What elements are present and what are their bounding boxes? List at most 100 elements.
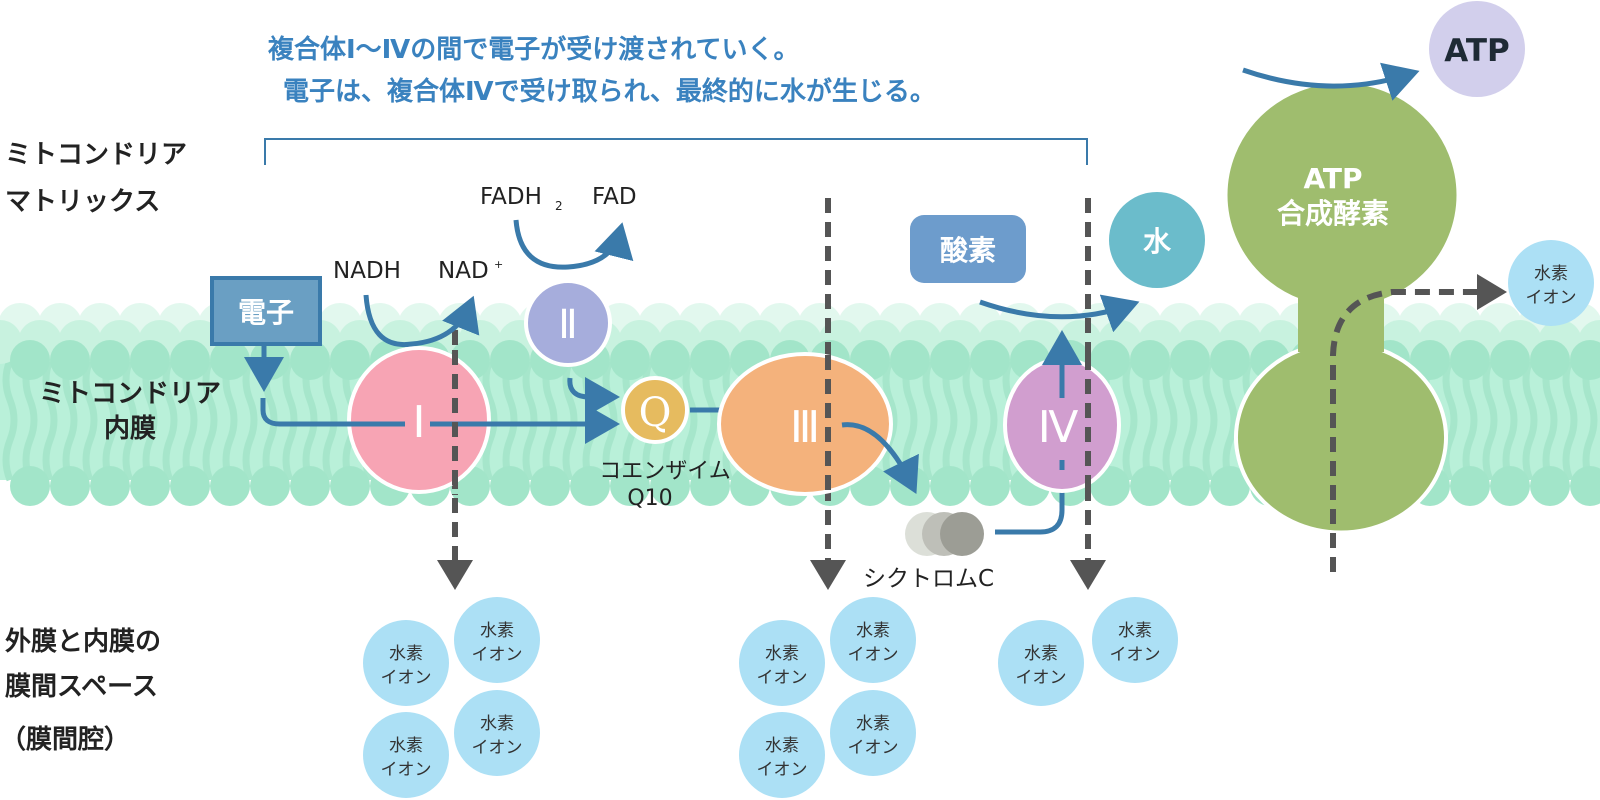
complex-1: Ⅰ: [347, 346, 491, 494]
lipid-tail: [1482, 358, 1498, 482]
lipid-head: [610, 466, 650, 506]
hydrogen-ion-label-1: 水素: [1118, 621, 1152, 641]
lipid-head: [290, 466, 330, 506]
lipid-head: [1210, 466, 1250, 506]
lipid-tail: [562, 358, 578, 482]
hydrogen-ion-label-1: 水素: [1024, 644, 1058, 664]
lipid-tail: [102, 358, 118, 482]
lipid-head: [330, 466, 370, 506]
lipid-tail: [1582, 358, 1598, 482]
coenzyme-q10-label-line-1: コエンザイム: [599, 459, 731, 484]
hydrogen-ion-label-2: イオン: [381, 668, 432, 688]
svg-text:合成酵素: 合成酵素: [1277, 197, 1389, 230]
water-molecule: 水: [1109, 192, 1205, 288]
electron-path-cytochrome-to-complex-4: [995, 460, 1065, 535]
svg-text:ATP: ATP: [1444, 33, 1509, 69]
electron-box: 電子: [210, 276, 322, 346]
cytochrome-c: [905, 512, 984, 556]
lipid-tail: [982, 358, 998, 482]
lipid-head: [530, 466, 570, 506]
lipid-head: [490, 340, 530, 380]
hydrogen-ion-label-1: 水素: [389, 736, 423, 756]
lipid-head: [10, 466, 50, 506]
intermembrane-label-line-1: 外膜と内膜の: [5, 627, 161, 657]
lipid-tail: [702, 358, 718, 482]
lipid-tail: [1502, 358, 1518, 482]
lipid-head: [890, 466, 930, 506]
lipid-head: [250, 466, 290, 506]
lipid-tail: [142, 358, 158, 482]
cytochrome-c-label: シクトロムC: [863, 566, 994, 592]
lipid-head: [930, 340, 970, 380]
lipid-head: [930, 466, 970, 506]
lipid-tail: [22, 358, 38, 482]
hydrogen-ion-label-2: イオン: [1110, 645, 1161, 665]
lipid-head: [970, 340, 1010, 380]
svg-text:Q: Q: [639, 390, 672, 436]
lipid-head: [50, 340, 90, 380]
lipid-tail: [942, 358, 958, 482]
lipid-tail: [1162, 358, 1178, 482]
svg-text:ATP: ATP: [1303, 162, 1362, 195]
lipid-head: [690, 466, 730, 506]
lipid-tail: [482, 358, 498, 482]
lipid-head: [210, 340, 250, 380]
lipid-head: [490, 466, 530, 506]
svg-text:酸素: 酸素: [940, 234, 996, 267]
lipid-tail: [2, 358, 18, 482]
lipid-head: [1570, 340, 1600, 380]
intermembrane-label-line-3: （膜間腔）: [0, 725, 130, 755]
lipid-head: [1210, 340, 1250, 380]
lipid-head: [1090, 340, 1130, 380]
lipid-tail: [502, 358, 518, 482]
hydrogen-ion-label-1: 水素: [765, 644, 799, 664]
nadh-label: NADH: [333, 258, 401, 284]
hydrogen-ion-label-2: イオン: [848, 738, 899, 758]
electron-path-to-complex-1: [260, 398, 405, 427]
lipid-head: [1450, 340, 1490, 380]
lipid-head: [1490, 340, 1530, 380]
svg-text:水: 水: [1143, 225, 1172, 258]
lipid-tail: [922, 358, 938, 482]
electron-path-complex-3-to-cytochrome: [841, 422, 919, 494]
lipid-head: [130, 340, 170, 380]
lipid-head: [1130, 340, 1170, 380]
atp-synthase: ATP 合成酵素: [1224, 80, 1460, 535]
hydrogen-ion-group: 水素イオン水素イオン水素イオン水素イオン水素イオン水素イオン水素イオン水素イオン…: [363, 240, 1594, 798]
lipid-tail: [122, 358, 138, 482]
svg-text:Ⅱ: Ⅱ: [558, 302, 578, 348]
lipid-head: [1170, 466, 1210, 506]
lipid-head: [970, 466, 1010, 506]
lipid-tail: [1182, 358, 1198, 482]
svg-text:Ⅳ: Ⅳ: [1038, 402, 1079, 453]
coenzyme-q: Q: [621, 376, 689, 444]
lipid-tail: [1122, 358, 1138, 482]
lipid-head: [690, 340, 730, 380]
inner-membrane-label-line-1: ミトコンドリア: [39, 379, 221, 409]
oxygen-to-water-arrow: [979, 294, 1140, 333]
hydrogen-ion-label-2: イオン: [381, 760, 432, 780]
lipid-head: [1570, 466, 1600, 506]
lipid-head: [210, 466, 250, 506]
lipid-tail: [1222, 358, 1238, 482]
lipid-head: [1530, 340, 1570, 380]
lipid-head: [130, 466, 170, 506]
fadh2-label: FADH: [480, 184, 542, 210]
lipid-tail: [682, 358, 698, 482]
lipid-tail: [1542, 358, 1558, 482]
lipid-tail: [1562, 358, 1578, 482]
hydrogen-ion-label-2: イオン: [1016, 668, 1067, 688]
complex-3: Ⅲ: [717, 352, 893, 496]
hydrogen-ion-label-2: イオン: [1526, 288, 1577, 308]
lipid-head: [1490, 466, 1530, 506]
electron-path-complex-2-to-q: [567, 377, 620, 417]
caption-line-1: 複合体Ⅰ～Ⅳの間で電子が受け渡されていく。: [268, 34, 799, 65]
svg-text:電子: 電子: [238, 296, 294, 329]
lipid-tail: [1202, 358, 1218, 482]
